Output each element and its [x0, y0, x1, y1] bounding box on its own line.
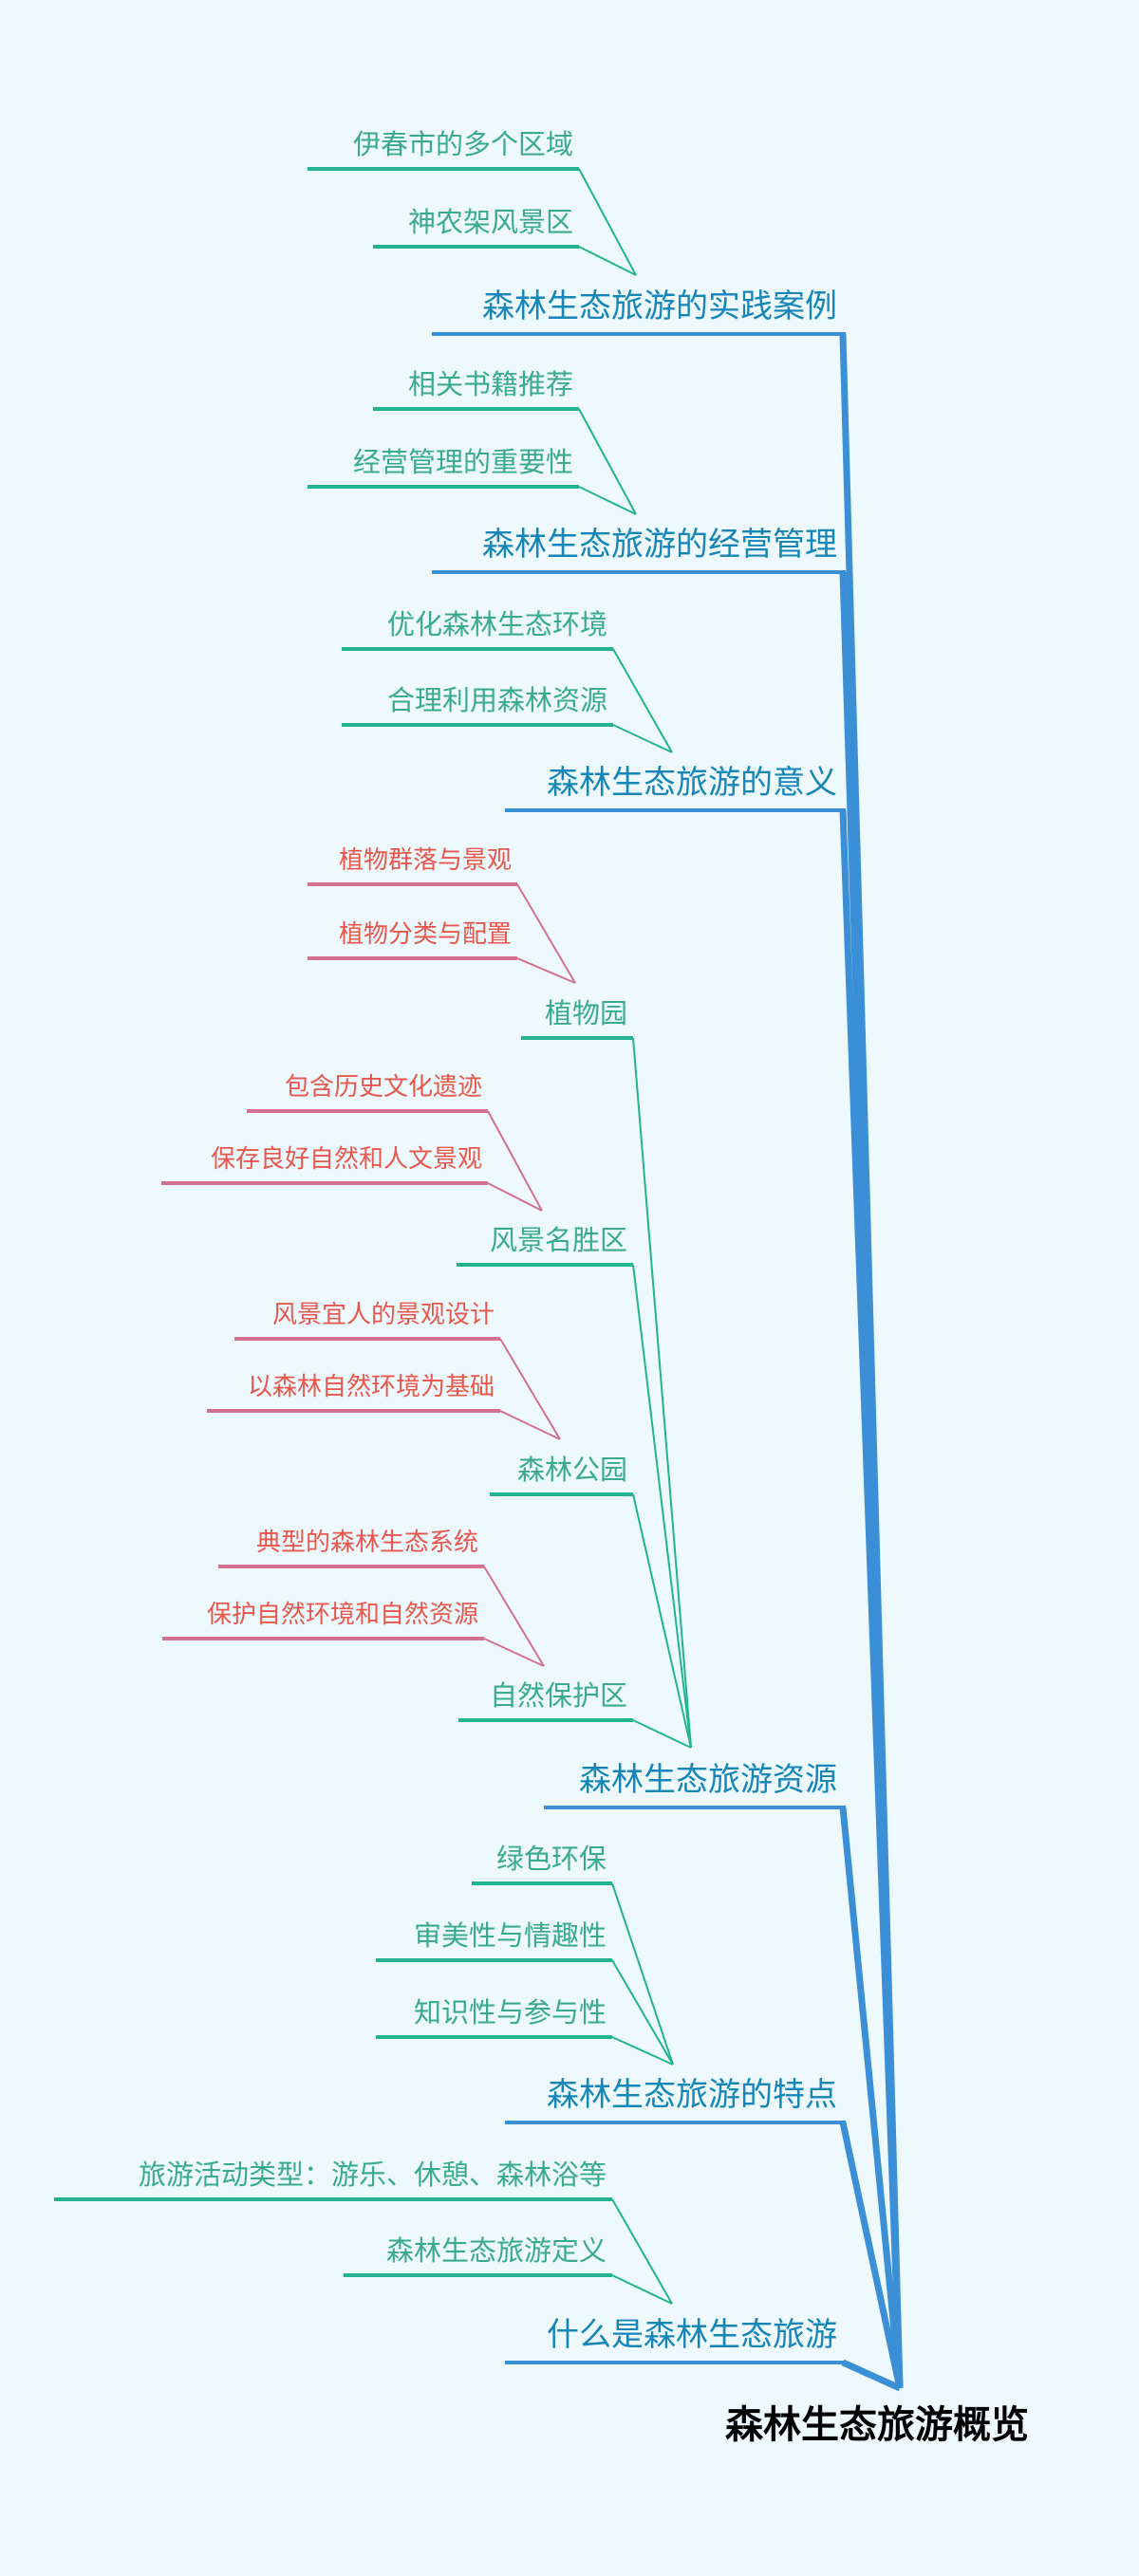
branch-topic[interactable]: 什么是森林生态旅游: [547, 2316, 837, 2354]
trunk-connector: [841, 2359, 902, 2392]
sub-leaf-connector: [483, 1566, 545, 1667]
leaf-topic[interactable]: 知识性与参与性: [413, 1996, 607, 2029]
leaf-topic[interactable]: 旅游活动类型：游乐、休憩、森林浴等: [138, 2159, 607, 2191]
leaf-topic[interactable]: 森林生态旅游定义: [385, 2234, 607, 2267]
leaf-topic[interactable]: 神农架风景区: [407, 206, 573, 238]
root-topic[interactable]: 森林生态旅游概览: [725, 2403, 1029, 2447]
sub-leaf-connector: [499, 1410, 561, 1440]
leaf-topic[interactable]: 审美性与情趣性: [413, 1919, 607, 1952]
branch-topic[interactable]: 森林生态旅游资源: [579, 1761, 837, 1799]
sub-leaf-connector: [499, 1338, 561, 1440]
branch-topic[interactable]: 森林生态旅游的特点: [547, 2076, 837, 2114]
sub-leaf-topic[interactable]: 典型的森林生态系统: [255, 1529, 478, 1557]
leaf-topic[interactable]: 绿色环保: [495, 1843, 607, 1875]
leaf-connector: [611, 2036, 674, 2066]
branch-topic[interactable]: 森林生态旅游的经营管理: [482, 526, 837, 564]
sub-leaf-connector: [483, 1638, 545, 1667]
sub-leaf-topic[interactable]: 保存良好自然和人文景观: [210, 1145, 482, 1174]
leaf-topic[interactable]: 优化森林生态环境: [386, 608, 607, 640]
subtopic[interactable]: 自然保护区: [489, 1679, 627, 1712]
leaf-topic[interactable]: 伊春市的多个区域: [352, 128, 573, 160]
trunk-connector: [839, 809, 904, 2389]
leaf-connector: [611, 2274, 673, 2305]
sub-leaf-topic[interactable]: 包含历史文化遗迹: [284, 1073, 482, 1102]
subtopic[interactable]: 风景名胜区: [489, 1224, 627, 1256]
leaf-connector: [611, 1959, 674, 2066]
sub-leaf-topic[interactable]: 风景宜人的景观设计: [271, 1301, 495, 1329]
sub-leaf-topic[interactable]: 植物群落与景观: [338, 846, 512, 875]
sub-leaf-connector: [516, 957, 576, 984]
leaf-connector: [632, 1493, 692, 1749]
leaf-connector: [611, 2198, 673, 2305]
sub-leaf-connector: [487, 1182, 543, 1212]
leaf-topic[interactable]: 合理利用森林资源: [386, 684, 607, 716]
sub-leaf-topic[interactable]: 植物分类与配置: [338, 920, 512, 949]
leaf-connector: [632, 1037, 692, 1749]
sub-leaf-topic[interactable]: 以森林自然环境为基础: [247, 1373, 495, 1401]
leaf-connector: [632, 1264, 692, 1749]
branch-topic[interactable]: 森林生态旅游的实践案例: [482, 287, 837, 325]
trunk-connector: [839, 1807, 904, 2389]
leaf-topic[interactable]: 经营管理的重要性: [352, 446, 573, 478]
leaf-connector: [611, 1882, 674, 2066]
sub-leaf-connector: [516, 883, 576, 984]
leaf-connector: [632, 1719, 692, 1749]
leaf-connector: [578, 168, 637, 276]
leaf-topic[interactable]: 相关书籍推荐: [407, 368, 573, 400]
branch-topic[interactable]: 森林生态旅游的意义: [547, 764, 837, 802]
leaf-connector: [578, 486, 637, 515]
trunk-connector: [839, 2122, 904, 2389]
leaf-connector: [578, 408, 637, 515]
leaf-connector: [612, 724, 673, 753]
subtopic[interactable]: 植物园: [544, 997, 627, 1029]
leaf-connector: [612, 648, 673, 753]
sub-leaf-connector: [487, 1110, 543, 1212]
subtopic[interactable]: 森林公园: [516, 1454, 627, 1486]
sub-leaf-topic[interactable]: 保护自然环境和自然资源: [206, 1601, 478, 1629]
leaf-connector: [578, 246, 637, 276]
